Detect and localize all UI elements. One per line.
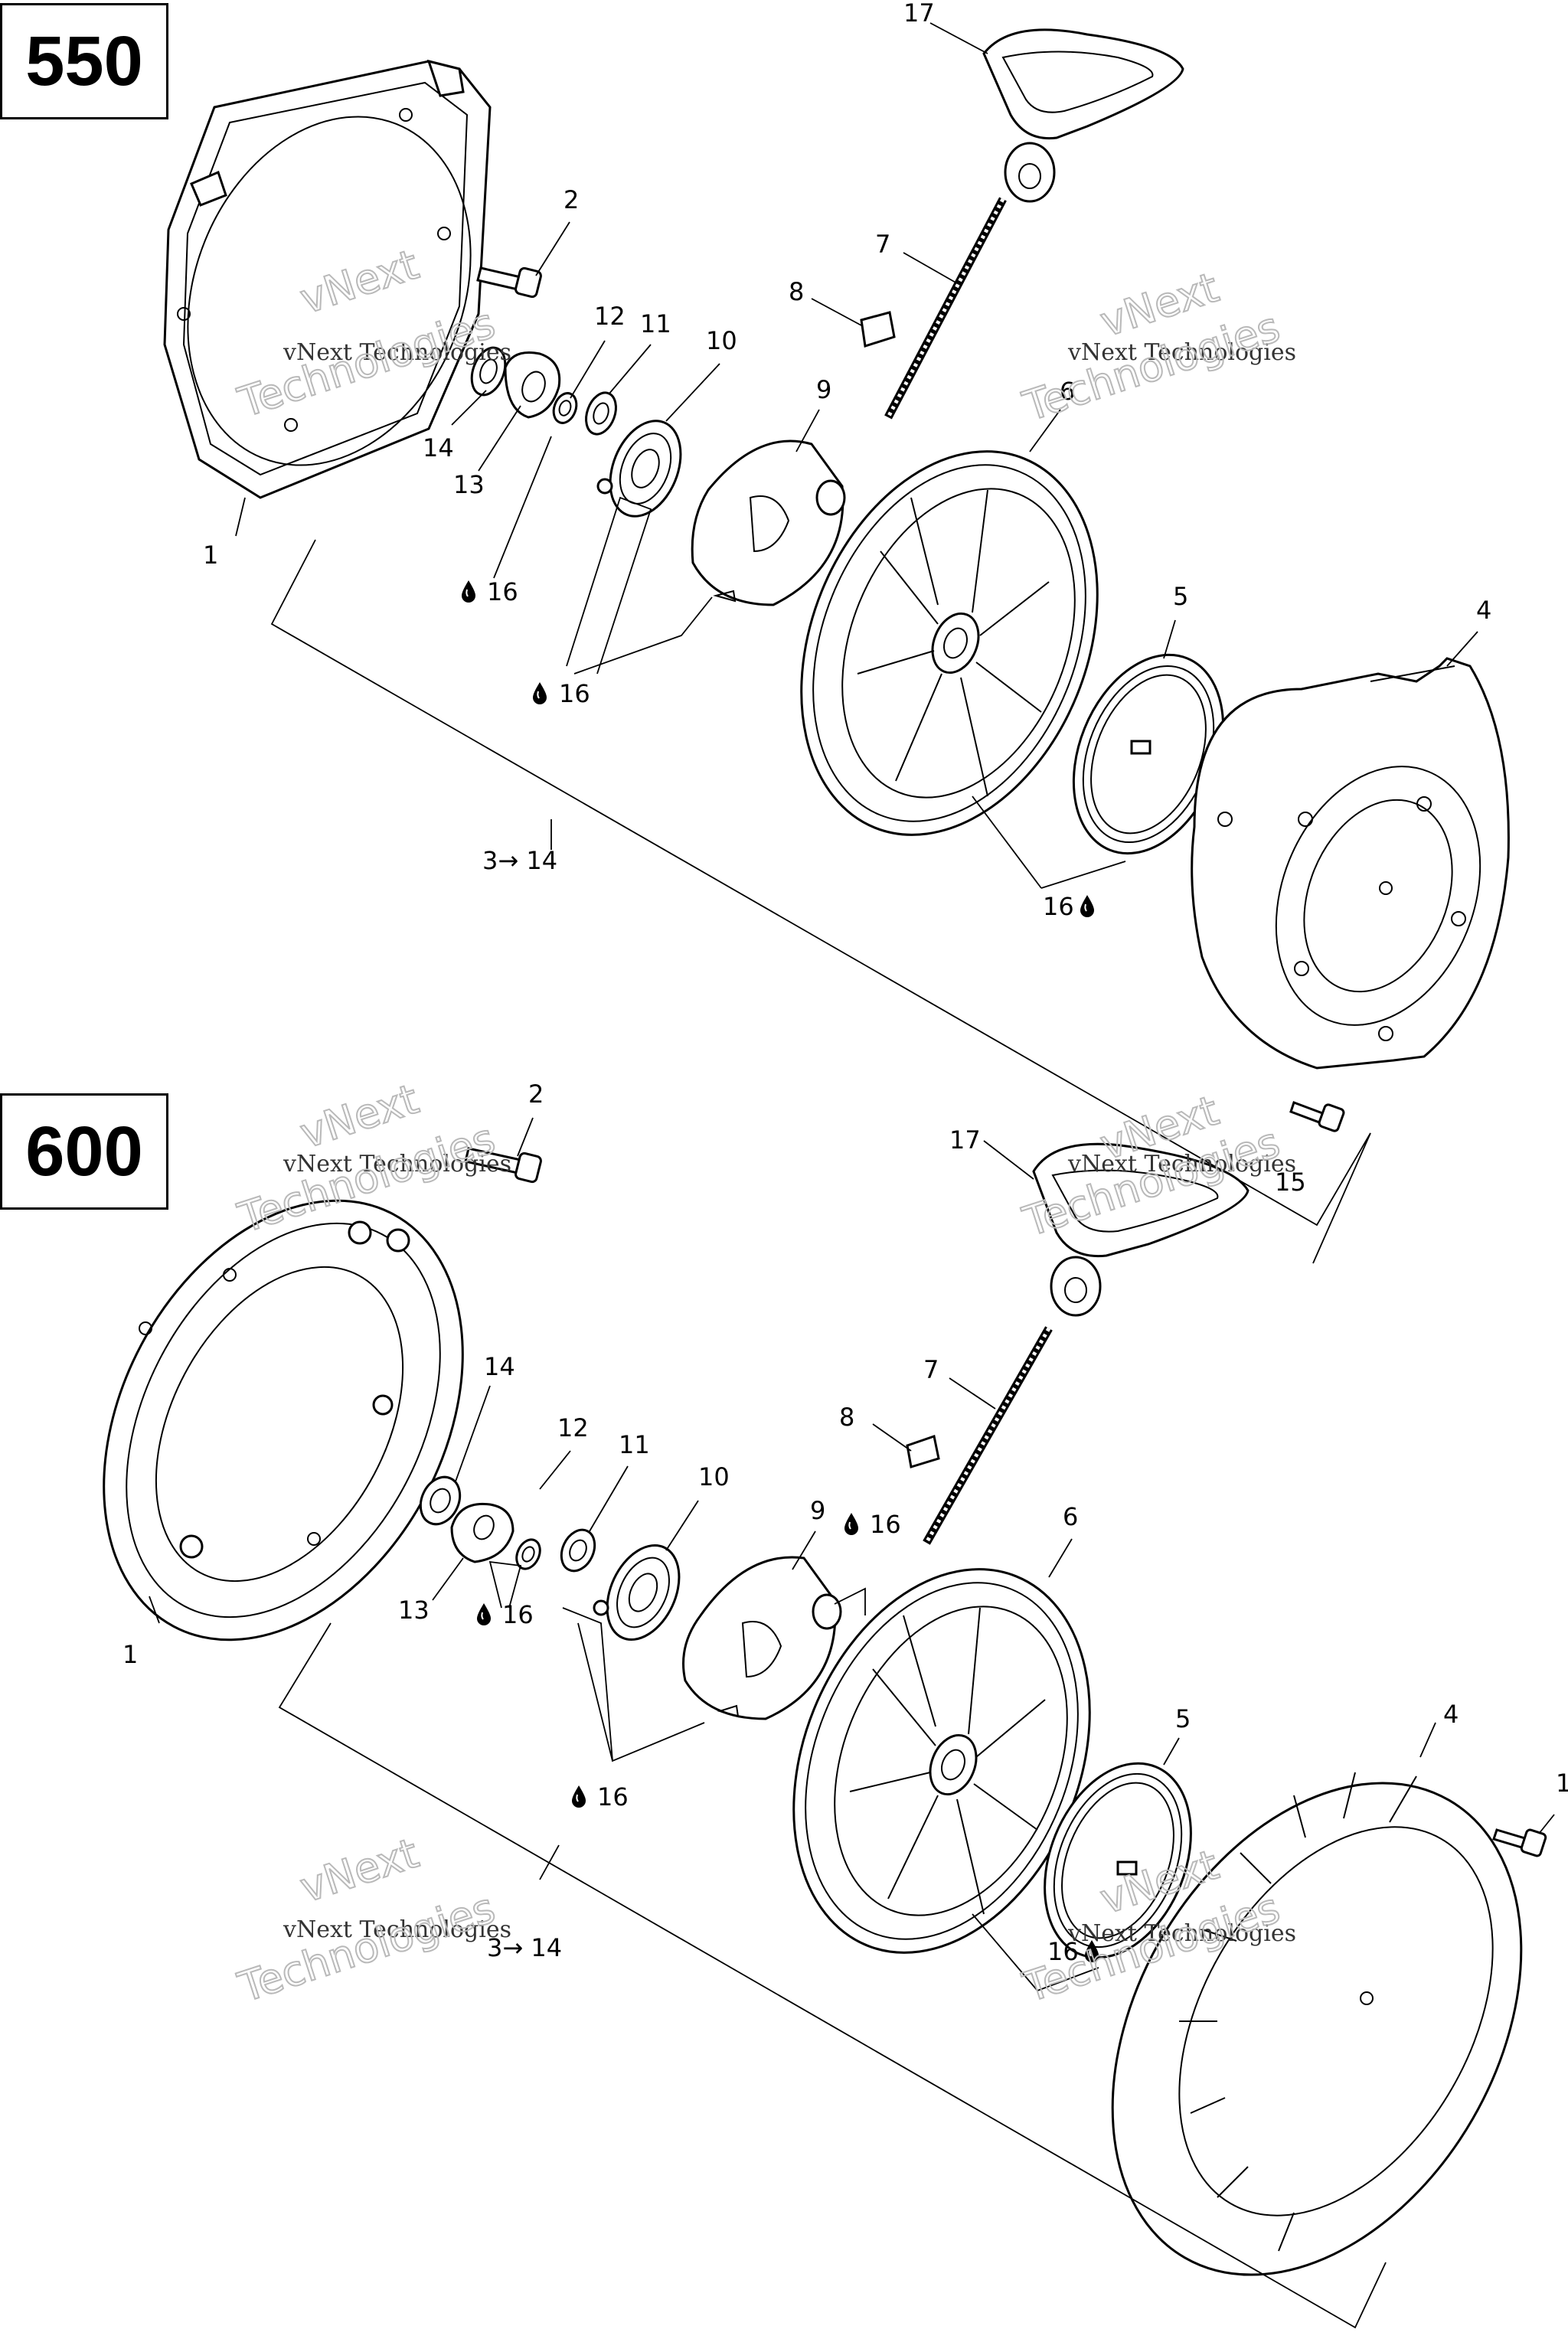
callout-range: 3→ 14 — [482, 846, 557, 875]
callout-9: 9 — [810, 1496, 825, 1525]
part-13-plate — [504, 351, 561, 419]
part-17-handle — [982, 28, 1184, 203]
callout-1: 1 — [203, 541, 218, 570]
part-4-starter-cover — [1191, 657, 1510, 1070]
callout-4: 4 — [1476, 596, 1491, 625]
part-1-housing-ring — [103, 1199, 464, 1642]
callout-2: 2 — [528, 1080, 544, 1109]
callout-edge-1: 1 — [1556, 1769, 1568, 1798]
part-7-rope — [884, 197, 1007, 420]
part-11-bushing — [585, 391, 617, 436]
section-600: 2 17 15 7 8 14 12 11 10 9 16 6 5 4 1 13 … — [103, 1080, 1568, 2329]
callout-16: 16 — [487, 577, 518, 606]
leader-lines-600 — [149, 1117, 1555, 2329]
callout-14: 14 — [423, 433, 454, 462]
callout-14: 14 — [484, 1352, 515, 1381]
part-9-pawl — [691, 439, 846, 606]
part-1-housing-ring — [163, 59, 492, 499]
part-13-plate — [450, 1502, 514, 1563]
part-17-handle — [1032, 1142, 1250, 1317]
callout-2: 2 — [564, 185, 579, 214]
svg-text:Technologies: Technologies — [233, 1883, 501, 2011]
part-14-seal — [419, 1475, 462, 1526]
svg-text:vNext Technologies: vNext Technologies — [1067, 339, 1296, 366]
callout-labels-550: 17 2 7 8 12 11 10 9 6 5 4 14 13 1 16 16 … — [203, 0, 1491, 921]
svg-text:vNext Technologies: vNext Technologies — [283, 339, 511, 366]
part-11-bushing — [560, 1528, 596, 1573]
callout-7: 7 — [923, 1355, 939, 1384]
svg-text:vNext Technologies: vNext Technologies — [1067, 1920, 1296, 1947]
callout-8: 8 — [789, 277, 804, 306]
callout-13: 13 — [398, 1596, 430, 1625]
part-5-recoil-spring — [1044, 1762, 1192, 1959]
part-15-bolt — [1492, 1828, 1547, 1857]
callout-17: 17 — [949, 1125, 981, 1155]
callout-10: 10 — [706, 326, 737, 355]
callout-6: 6 — [1063, 1502, 1078, 1531]
callout-16: 16 — [559, 679, 590, 708]
part-12-washer — [552, 392, 578, 424]
callout-10: 10 — [698, 1462, 730, 1491]
svg-text:vNext Technologies: vNext Technologies — [283, 1151, 511, 1178]
callout-16: 16 — [1043, 892, 1074, 921]
callout-8: 8 — [839, 1403, 854, 1432]
part-10-pawl-spring — [593, 1544, 681, 1642]
callout-16: 16 — [1047, 1937, 1079, 1966]
part-9-pawl — [682, 1556, 842, 1720]
callout-7: 7 — [875, 230, 890, 259]
part-8-rope-clip — [860, 311, 896, 348]
callout-12: 12 — [557, 1413, 589, 1442]
oil-drop-icon — [571, 1785, 586, 1808]
model-label-550: 550 — [0, 3, 168, 119]
callout-labels-600: 2 17 15 7 8 14 12 11 10 9 16 6 5 4 1 13 … — [122, 1080, 1568, 1966]
callout-12: 12 — [594, 302, 626, 331]
callout-range: 3→ 14 — [487, 1933, 562, 1962]
part-14-seal — [470, 346, 507, 397]
oil-drop-icon — [844, 1512, 859, 1536]
part-6-rope-pulley — [800, 450, 1099, 836]
part-2-bolt — [464, 1147, 542, 1184]
callout-9: 9 — [816, 375, 831, 404]
callout-11: 11 — [619, 1430, 650, 1459]
callout-11: 11 — [640, 309, 671, 338]
callout-13: 13 — [453, 470, 485, 499]
svg-text:vNext Technologies: vNext Technologies — [283, 1916, 511, 1943]
callout-16: 16 — [502, 1600, 534, 1629]
part-15-bolt — [1289, 1101, 1345, 1132]
model-label-600: 600 — [0, 1093, 168, 1210]
oil-drop-icon — [476, 1602, 492, 1626]
callout-5: 5 — [1175, 1704, 1191, 1733]
part-8-rope-clip — [906, 1435, 940, 1468]
oil-drop-icon — [461, 580, 476, 603]
section-550: 17 2 7 8 12 11 10 9 6 5 4 14 13 1 16 16 … — [163, 0, 1510, 1227]
part-6-rope-pulley — [792, 1568, 1091, 1954]
callout-15: 15 — [1275, 1168, 1306, 1197]
part-4-starter-cover — [1111, 1772, 1523, 2276]
oil-drop-icon — [1080, 894, 1095, 918]
part-12-washer — [515, 1538, 541, 1570]
callout-6: 6 — [1060, 377, 1075, 406]
callout-5: 5 — [1173, 582, 1188, 611]
part-10-pawl-spring — [596, 420, 682, 518]
callout-1: 1 — [122, 1640, 138, 1669]
part-2-bolt — [476, 266, 542, 299]
callout-17: 17 — [903, 0, 935, 28]
leader-lines-550 — [235, 22, 1478, 1227]
callout-16: 16 — [597, 1782, 629, 1811]
callout-4: 4 — [1443, 1700, 1459, 1729]
watermark: vNext vNext Technologies Technologies — [232, 1828, 511, 2013]
oil-drop-icon — [532, 681, 547, 705]
callout-16: 16 — [870, 1510, 901, 1539]
part-7-rope — [923, 1326, 1053, 1545]
watermark: vNext vNext Technologies Technologies — [1017, 263, 1296, 432]
svg-text:vNext Technologies: vNext Technologies — [1067, 1151, 1296, 1178]
svg-text:vNext: vNext — [295, 1829, 425, 1913]
